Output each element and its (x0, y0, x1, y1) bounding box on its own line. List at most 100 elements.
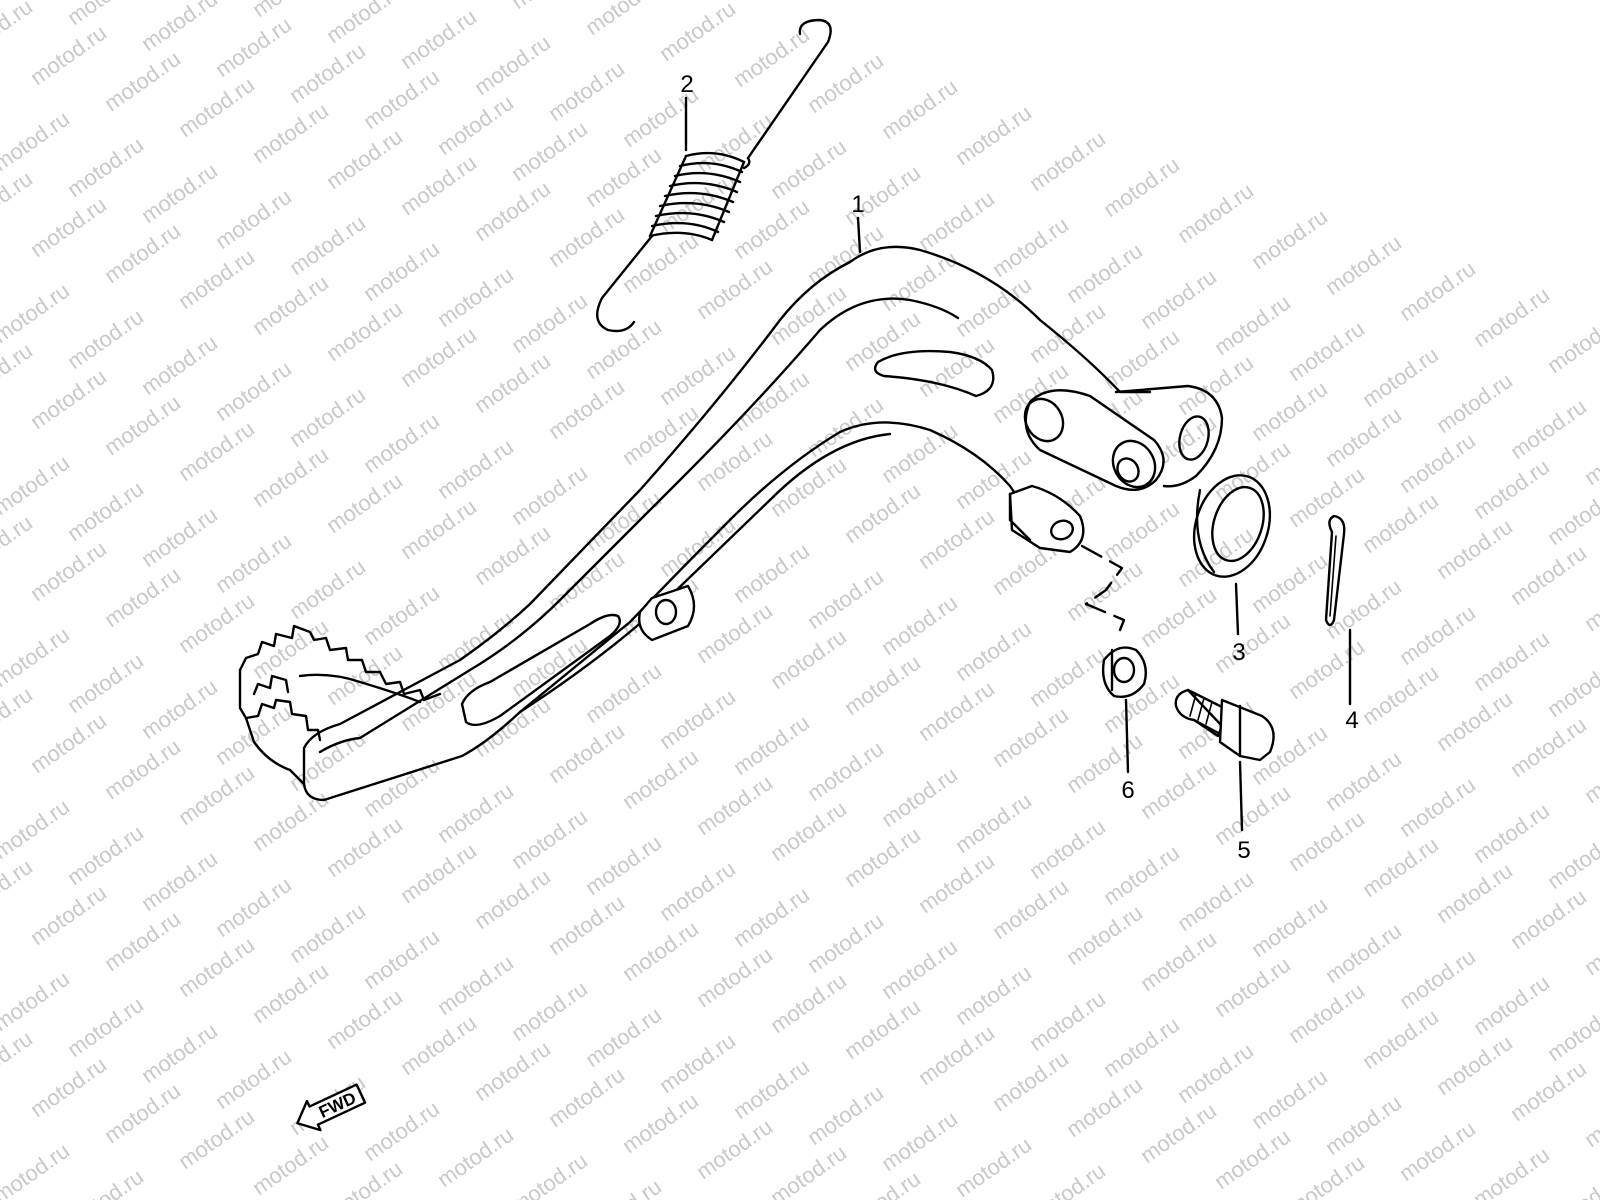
watermark-text: motod.ru (951, 616, 1036, 686)
watermark-text: motod.ru (1580, 566, 1600, 636)
watermark-text: motod.ru (914, 186, 999, 256)
watermark-text: motod.ru (1099, 496, 1184, 566)
watermark-text: motod.ru (581, 142, 666, 212)
leader-lines (684, 96, 1352, 832)
watermark-text: motod.ru (803, 736, 888, 806)
watermark-text: motod.ru (433, 90, 518, 160)
watermark-text: motod.ru (100, 1078, 185, 1148)
watermark-text: motod.ru (433, 1122, 518, 1192)
watermark-text: motod.ru (359, 236, 444, 306)
watermark-text: motod.ru (174, 760, 259, 830)
watermark-text: motod.ru (248, 98, 333, 168)
watermark-text: motod.ru (211, 12, 296, 82)
watermark-text: motod.ru (359, 752, 444, 822)
watermark-text: motod.ru (433, 434, 518, 504)
watermark-text: motod.ru (581, 658, 666, 728)
watermark-text: motod.ru (1062, 900, 1147, 970)
watermark-text: motod.ru (618, 744, 703, 814)
watermark-text: motod.ru (211, 184, 296, 254)
watermark-text: motod.ru (0, 278, 74, 348)
watermark-text: motod.ru (396, 494, 481, 564)
watermark-text: motod.ru (1358, 488, 1443, 558)
watermark-text: motod.ru (1025, 986, 1110, 1056)
watermark-text: motod.ru (840, 650, 925, 720)
watermark-text: motod.ru (1580, 910, 1600, 980)
watermark-text: motod.ru (396, 150, 481, 220)
watermark-text: motod.ru (211, 872, 296, 942)
watermark-text: motod.ru (1432, 514, 1517, 584)
watermark-text: motod.ru (951, 960, 1036, 1030)
watermark-text: motod.ru (1543, 824, 1600, 894)
watermark-text: motod.ru (137, 0, 222, 56)
watermark-text: motod.ru (359, 64, 444, 134)
watermark-text: motod.ru (211, 356, 296, 426)
watermark-text: motod.ru (914, 676, 999, 746)
watermark-text: motod.ru (507, 460, 592, 530)
watermark-text: motod.ru (766, 1140, 851, 1200)
watermark-text: motod.ru (1247, 1064, 1332, 1134)
watermark-text: motod.ru (1321, 230, 1406, 300)
watermark-text: motod.ru (1173, 866, 1258, 936)
watermark-text: motod.ru (322, 1156, 407, 1200)
watermark-text: motod.ru (100, 562, 185, 632)
watermark-text: motod.ru (1173, 350, 1258, 420)
watermark-text: motod.ru (174, 1104, 259, 1174)
watermark-text: motod.ru (1543, 480, 1600, 550)
watermark-text: motod.ru (1210, 436, 1295, 506)
watermark-text: motod.ru (285, 898, 370, 968)
watermark-text: motod.ru (729, 538, 814, 608)
watermark-text: motod.ru (26, 20, 111, 90)
watermark-text: motod.ru (951, 100, 1036, 170)
watermark-text: motod.ru (729, 194, 814, 264)
watermark-text: motod.ru (655, 1028, 740, 1098)
watermark-text: motod.ru (396, 4, 481, 74)
watermark-text: motod.ru (359, 408, 444, 478)
watermark-text: motod.ru (581, 1174, 666, 1200)
watermark-text: motod.ru (581, 830, 666, 900)
watermark-text: motod.ru (988, 874, 1073, 944)
watermark-text: motod.ru (1543, 1168, 1600, 1200)
watermark-text: motod.ru (877, 1106, 962, 1176)
watermark-text: motod.ru (470, 176, 555, 246)
watermark-text: motod.ru (1580, 738, 1600, 808)
watermark-text: motod.ru (285, 554, 370, 624)
watermark-text: motod.ru (1543, 652, 1600, 722)
watermark-text: motod.ru (1136, 926, 1221, 996)
watermark-text: motod.ru (285, 382, 370, 452)
watermark-text: motod.ru (137, 330, 222, 400)
watermark-text: motod.ru (248, 270, 333, 340)
watermark-text: motod.ru (0, 966, 74, 1036)
watermark-text: motod.ru (803, 908, 888, 978)
watermark-text: motod.ru (507, 976, 592, 1046)
watermark-text: motod.ru (1136, 582, 1221, 652)
watermark-text: motod.ru (544, 546, 629, 616)
watermark-text: motod.ru (1321, 1090, 1406, 1160)
watermark-text: motod.ru (766, 796, 851, 866)
watermark-text: motod.ru (544, 1062, 629, 1132)
watermark-text: motod.ru (1432, 1030, 1517, 1100)
watermark-text: motod.ru (248, 786, 333, 856)
brake-pedal (238, 245, 1224, 802)
watermark-text: motod.ru (1469, 454, 1554, 524)
watermark-text: motod.ru (433, 262, 518, 332)
watermark-text: motod.ru (470, 692, 555, 762)
watermark-text: motod.ru (100, 906, 185, 976)
watermark-text: motod.ru (1099, 1012, 1184, 1082)
watermark-text: motod.ru (692, 770, 777, 840)
watermark-text: motod.ru (692, 942, 777, 1012)
watermark-text: motod.ru (100, 734, 185, 804)
watermark-text: motod.ru (137, 846, 222, 916)
watermark-text: motod.ru (1099, 152, 1184, 222)
watermark-text: motod.ru (1136, 1098, 1221, 1168)
watermark-text: motod.ru (1025, 298, 1110, 368)
watermark-text: motod.ru (914, 1020, 999, 1090)
watermark-text: motod.ru (803, 220, 888, 290)
washer (1192, 474, 1272, 578)
bolt (1174, 688, 1275, 762)
watermark-text: motod.ru (137, 674, 222, 744)
watermark-text: motod.ru (1136, 264, 1221, 334)
watermark-text: motod.ru (1284, 978, 1369, 1048)
watermark-text: motod.ru (507, 116, 592, 186)
watermark-text: motod.ru (63, 0, 148, 30)
watermark-text: motod.ru (840, 822, 925, 892)
